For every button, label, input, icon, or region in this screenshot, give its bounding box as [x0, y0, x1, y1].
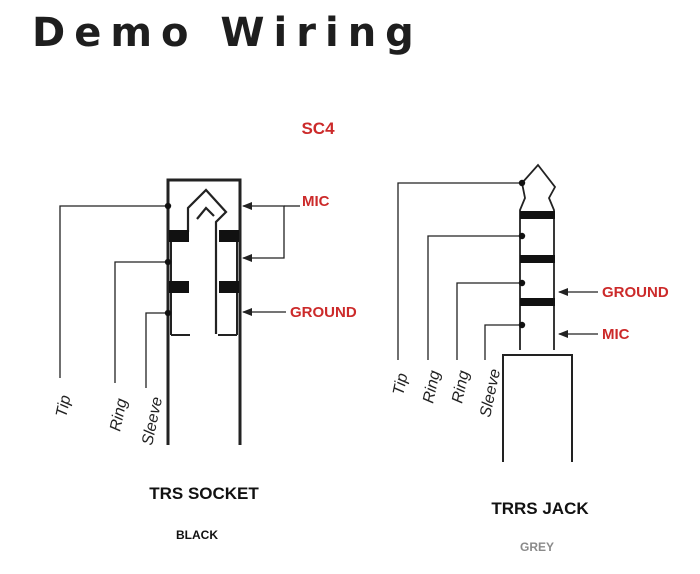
socket-contact-right-lower	[219, 281, 239, 293]
jack-pin-label-sleeve: Sleeve	[477, 367, 504, 418]
socket-pin-label-tip: Tip	[53, 394, 74, 419]
socket-caption: TRS SOCKET	[149, 484, 259, 503]
socket-pin-label-sleeve: Sleeve	[139, 395, 166, 446]
jack-wire-sleeve	[484, 324, 522, 360]
socket-mic-bracket	[262, 205, 285, 259]
model-label: SC4	[301, 119, 335, 138]
jack-band-1	[520, 211, 555, 219]
socket-color-label: BLACK	[176, 528, 218, 542]
socket-contact-left-lower	[169, 281, 189, 293]
socket-wire-sleeve	[145, 312, 168, 388]
trs-socket: Tip Ring Sleeve MIC GROUND TRS SOCKET BL…	[53, 178, 357, 542]
socket-wire-tip	[59, 205, 168, 378]
socket-contact-left-upper	[169, 230, 189, 242]
socket-mic-label: MIC	[302, 193, 330, 210]
jack-band-2	[520, 255, 555, 263]
jack-wire-tip	[397, 182, 522, 360]
jack-wire-ring-1	[427, 235, 522, 360]
jack-mic-label: MIC	[602, 326, 630, 343]
jack-wire-ring-2	[456, 282, 522, 360]
socket-wire-ring	[114, 261, 168, 383]
jack-pin-label-tip: Tip	[390, 372, 411, 397]
jack-color-label: GREY	[520, 540, 554, 554]
jack-pin-label-ring-2: Ring	[449, 369, 472, 405]
page-title: Demo Wiring	[32, 10, 423, 56]
jack-caption: TRRS JACK	[491, 499, 589, 518]
jack-plug-body	[502, 354, 573, 462]
trrs-jack: Tip Ring Ring Sleeve GROUND MIC TRRS JAC…	[390, 163, 669, 554]
socket-contact-right-upper	[219, 230, 239, 242]
socket-ground-label: GROUND	[290, 304, 357, 321]
jack-band-3	[520, 298, 555, 306]
jack-pin-label-ring-1: Ring	[420, 369, 443, 405]
socket-spring-contact	[186, 188, 228, 334]
socket-pin-label-ring: Ring	[107, 397, 130, 433]
socket-body	[166, 178, 242, 445]
jack-ground-label: GROUND	[602, 284, 669, 301]
